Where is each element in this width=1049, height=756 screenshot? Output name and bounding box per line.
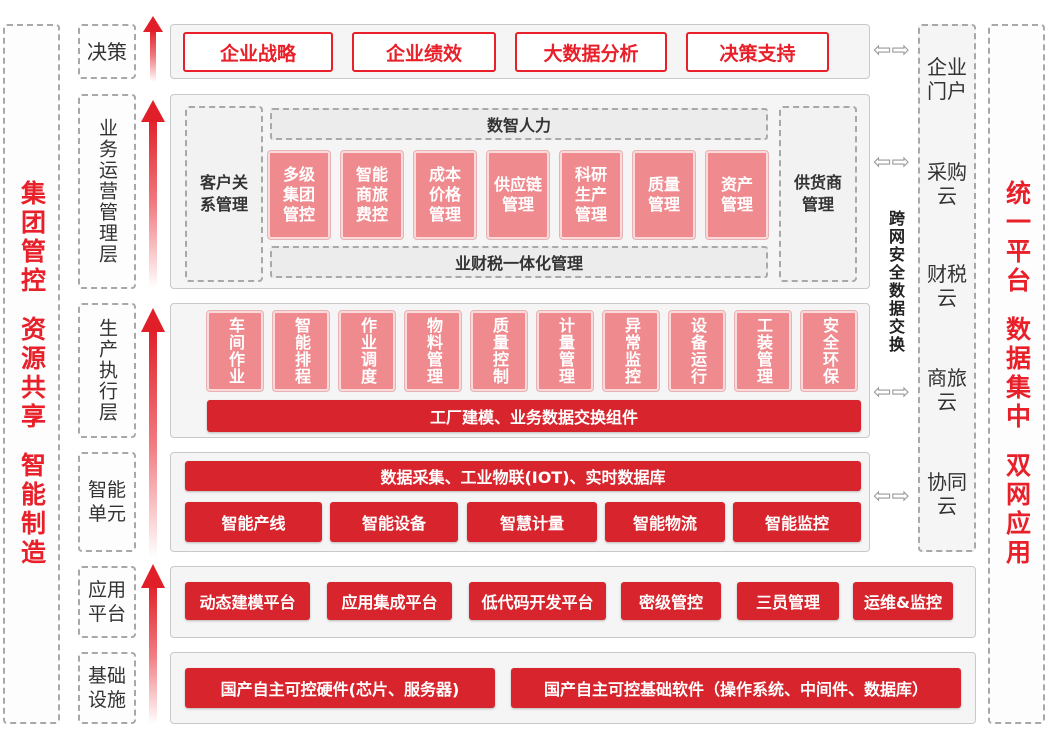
business-module-2: 智能商旅费控 bbox=[341, 151, 403, 239]
app-platform-item-1: 动态建模平台 bbox=[185, 582, 310, 620]
cloud-column bbox=[918, 24, 976, 552]
left-banner: 集团管控 资源共享 智能制造 bbox=[3, 24, 60, 724]
layer-label-decision: 决策 bbox=[78, 24, 136, 79]
business-module-4: 供应链管理 bbox=[487, 151, 549, 239]
supplier-box-text: 供货商管理 bbox=[793, 173, 842, 214]
business-module-1: 多级集团管控 bbox=[268, 151, 330, 239]
business-module-7-text: 资产管理 bbox=[720, 175, 753, 214]
production-module-10: 安全环保 bbox=[801, 311, 857, 391]
decision-item-support: 决策支持 bbox=[686, 32, 829, 72]
production-module-8: 设备运行 bbox=[669, 311, 725, 391]
production-module-9: 工装管理 bbox=[735, 311, 791, 391]
business-module-2-text: 智能商旅费控 bbox=[355, 165, 388, 224]
right-banner-line-2: 数据集中 bbox=[1002, 316, 1032, 432]
app-platform-item-3: 低代码开发平台 bbox=[469, 582, 606, 620]
smart-unit-item-1: 智能产线 bbox=[185, 502, 322, 542]
layer-label-app-platform: 应用平台 bbox=[78, 566, 136, 638]
cloud-item-collab-text: 协同云 bbox=[927, 470, 967, 518]
layer-label-infrastructure-text: 基础设施 bbox=[87, 665, 126, 711]
left-banner-line-1: 集团管控 bbox=[17, 180, 47, 296]
business-module-4-text: 供应链管理 bbox=[493, 175, 542, 214]
smart-unit-item-4: 智能物流 bbox=[605, 502, 725, 542]
right-banner-line-3: 双网应用 bbox=[1002, 452, 1032, 568]
production-module-4: 物料管理 bbox=[405, 311, 461, 391]
layer-label-smart-unit-text: 智能单元 bbox=[87, 479, 126, 525]
smart-unit-item-3: 智慧计量 bbox=[467, 502, 597, 542]
production-module-2: 智能排程 bbox=[273, 311, 329, 391]
cloud-item-finance-text: 财税云 bbox=[927, 262, 967, 310]
left-banner-line-2: 资源共享 bbox=[17, 316, 47, 432]
app-platform-item-5: 三员管理 bbox=[737, 582, 839, 620]
factory-modeling-bar: 工厂建模、业务数据交换组件 bbox=[207, 400, 861, 432]
smart-unit-item-2: 智能设备 bbox=[330, 502, 458, 542]
decision-item-bigdata: 大数据分析 bbox=[515, 32, 667, 72]
cloud-item-portal: 企业门户 bbox=[922, 55, 972, 103]
cross-network-exchange-label: 跨网安全数据交换 bbox=[886, 210, 905, 354]
layer-label-app-platform-text: 应用平台 bbox=[87, 579, 126, 625]
decision-item-performance: 企业绩效 bbox=[352, 32, 496, 72]
supplier-box: 供货商管理 bbox=[779, 106, 857, 282]
infrastructure-item-hardware: 国产自主可控硬件(芯片、服务器) bbox=[185, 668, 495, 708]
production-module-1: 车间作业 bbox=[207, 311, 263, 391]
arrow-business bbox=[141, 100, 165, 288]
arrow-platform bbox=[141, 564, 165, 724]
business-module-5: 科研生产管理 bbox=[560, 151, 622, 239]
smart-unit-item-5: 智能监控 bbox=[733, 502, 861, 542]
left-banner-line-3: 智能制造 bbox=[17, 452, 47, 568]
app-platform-item-4: 密级管控 bbox=[621, 582, 721, 620]
arrow-decision bbox=[143, 16, 163, 82]
business-module-6-text: 质量管理 bbox=[647, 175, 680, 214]
double-arrow-icon-3: ⇦⇨ bbox=[873, 380, 910, 405]
cloud-item-collab: 协同云 bbox=[922, 470, 972, 518]
hr-bar: 数智人力 bbox=[270, 108, 768, 140]
business-module-3: 成本价格管理 bbox=[414, 151, 476, 239]
business-module-5-text: 科研生产管理 bbox=[574, 165, 607, 224]
finance-bar: 业财税一体化管理 bbox=[270, 246, 768, 278]
right-banner: 统一平台 数据集中 双网应用 bbox=[988, 24, 1045, 724]
layer-label-production: 生产执行层 bbox=[78, 303, 136, 438]
crm-box-text: 客户关系管理 bbox=[200, 173, 249, 214]
crm-box: 客户关系管理 bbox=[185, 106, 263, 282]
cloud-item-procurement: 采购云 bbox=[922, 160, 972, 208]
arrow-production bbox=[141, 308, 165, 558]
app-platform-item-2: 应用集成平台 bbox=[327, 582, 452, 620]
production-module-5: 质量控制 bbox=[471, 311, 527, 391]
layer-label-production-text: 生产执行层 bbox=[96, 318, 118, 423]
cloud-item-finance: 财税云 bbox=[922, 262, 972, 310]
business-module-3-text: 成本价格管理 bbox=[428, 165, 461, 224]
double-arrow-icon-2: ⇦⇨ bbox=[873, 150, 910, 175]
layer-label-decision-text: 决策 bbox=[87, 39, 127, 64]
right-banner-line-1: 统一平台 bbox=[1002, 180, 1032, 296]
cloud-item-travel: 商旅云 bbox=[922, 366, 972, 414]
layer-label-infrastructure: 基础设施 bbox=[78, 652, 136, 724]
business-module-6: 质量管理 bbox=[633, 151, 695, 239]
layer-label-business: 业务运营管理层 bbox=[78, 94, 136, 289]
iot-bar: 数据采集、工业物联(IOT)、实时数据库 bbox=[185, 461, 861, 491]
app-platform-item-6: 运维&监控 bbox=[853, 582, 953, 620]
decision-item-strategy: 企业战略 bbox=[183, 32, 333, 72]
cloud-item-procurement-text: 采购云 bbox=[927, 160, 967, 208]
cloud-item-portal-text: 企业门户 bbox=[927, 55, 967, 103]
production-module-7: 异常监控 bbox=[603, 311, 659, 391]
layer-label-business-text: 业务运营管理层 bbox=[96, 118, 118, 265]
layer-label-smart-unit: 智能单元 bbox=[78, 452, 136, 552]
upward-arrows bbox=[141, 16, 165, 724]
business-module-7: 资产管理 bbox=[706, 151, 768, 239]
production-module-3: 作业调度 bbox=[339, 311, 395, 391]
production-module-6: 计量管理 bbox=[537, 311, 593, 391]
double-arrow-icon-4: ⇦⇨ bbox=[873, 484, 910, 509]
business-module-1-text: 多级集团管控 bbox=[282, 165, 315, 224]
infrastructure-item-software: 国产自主可控基础软件（操作系统、中间件、数据库） bbox=[511, 668, 961, 708]
double-arrow-icon-1: ⇦⇨ bbox=[873, 38, 910, 63]
cloud-item-travel-text: 商旅云 bbox=[927, 366, 967, 414]
